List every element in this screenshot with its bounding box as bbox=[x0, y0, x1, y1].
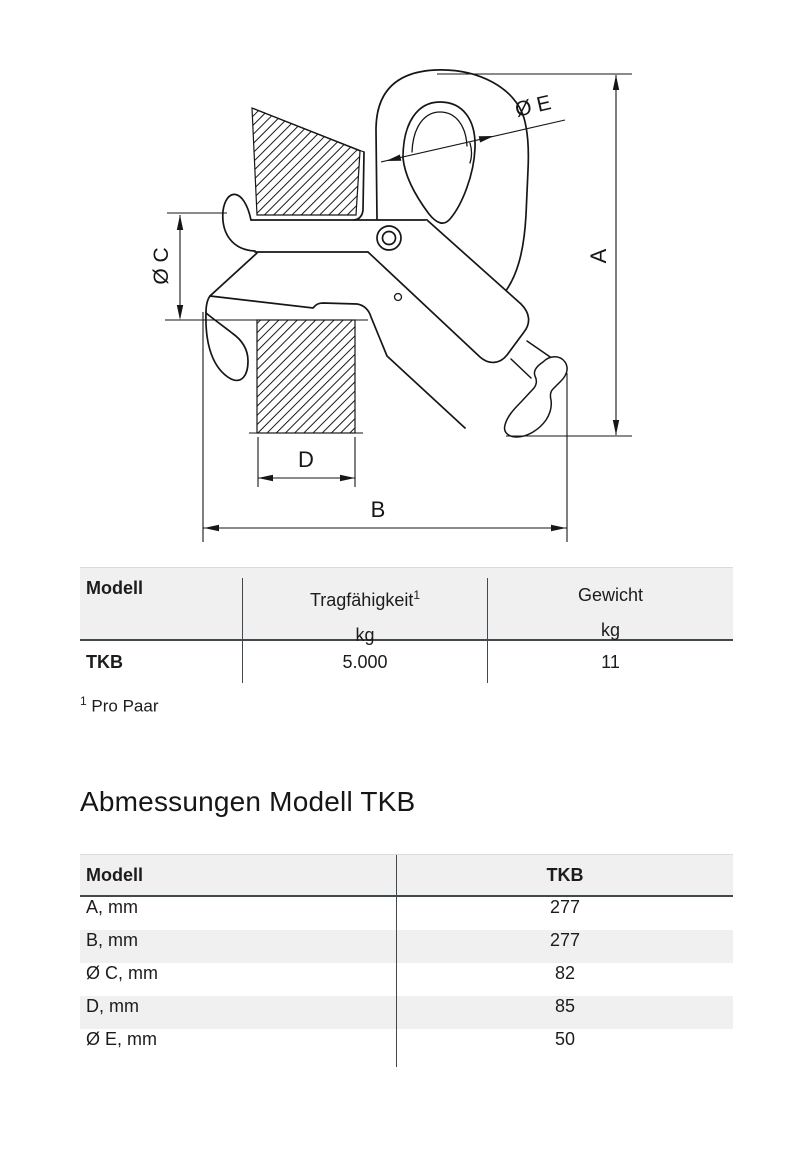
table-row: A, mm 277 bbox=[80, 897, 733, 930]
table-row: TKB 5.000 11 bbox=[80, 641, 733, 683]
capacity-header-label: Tragfähigkeit bbox=[309, 590, 414, 610]
table-row: D, mm 85 bbox=[80, 996, 733, 1029]
table-row: Ø C, mm 82 bbox=[80, 963, 733, 996]
specs-table: Modell Tragfähigkeit1 kg Gewicht kg TKB … bbox=[80, 567, 733, 683]
dim-row-value: 277 bbox=[396, 897, 733, 930]
dim-label-d: D bbox=[298, 447, 314, 472]
dim-label-c: Ø C bbox=[150, 247, 173, 284]
footnote-marker: 1 bbox=[80, 694, 87, 708]
dim-row-label: Ø C, mm bbox=[86, 963, 158, 983]
specs-table-header: Modell Tragfähigkeit1 kg Gewicht kg bbox=[80, 567, 733, 645]
capacity-footnote-marker: 1 bbox=[413, 588, 421, 602]
handle-hole-icon bbox=[393, 292, 403, 302]
spec-capacity-value: 5.000 bbox=[242, 641, 487, 683]
footnote: 1 Pro Paar bbox=[80, 694, 159, 717]
weight-unit-label: kg bbox=[600, 620, 620, 640]
clamped-flange-sections bbox=[251, 107, 365, 434]
spec-weight-value: 11 bbox=[487, 641, 733, 683]
page-title: Abmessungen Modell TKB bbox=[80, 786, 416, 817]
dims-header-tkb: TKB bbox=[396, 855, 733, 895]
dim-label-a: A bbox=[586, 248, 611, 263]
table-row: Ø E, mm 50 bbox=[80, 1029, 733, 1067]
capacity-unit-label: kg bbox=[355, 625, 375, 645]
dim-row-value: 277 bbox=[396, 930, 733, 963]
specs-header-weight: Gewicht kg bbox=[487, 578, 733, 640]
dim-row-label: B, mm bbox=[86, 930, 138, 950]
dimension-lines bbox=[165, 73, 632, 542]
dim-row-label: Ø E, mm bbox=[86, 1029, 157, 1049]
dim-label-e: Ø E bbox=[513, 91, 553, 122]
specs-header-model: Modell bbox=[86, 578, 143, 598]
table-row: B, mm 277 bbox=[80, 930, 733, 963]
dimensions-table: Modell TKB A, mm 277 B, mm 277 Ø C, mm 8… bbox=[80, 854, 733, 1067]
dims-header-model: Modell bbox=[86, 864, 143, 885]
dim-label-b: B bbox=[371, 497, 386, 522]
spec-model-value: TKB bbox=[86, 651, 123, 672]
dim-row-label: A, mm bbox=[86, 897, 138, 917]
footnote-text: Pro Paar bbox=[86, 696, 159, 716]
dim-row-label: D, mm bbox=[86, 996, 139, 1016]
dimensions-table-header: Modell TKB bbox=[80, 854, 733, 897]
weight-header-label: Gewicht bbox=[577, 585, 644, 605]
dim-row-value: 82 bbox=[396, 963, 733, 996]
dimension-arrows bbox=[176, 75, 620, 532]
technical-drawing: A B Ø C D Ø E bbox=[150, 69, 632, 542]
clamp-body-outline bbox=[205, 69, 568, 438]
specs-header-capacity: Tragfähigkeit1 kg bbox=[242, 578, 487, 645]
dim-row-value: 50 bbox=[396, 1029, 733, 1067]
dim-row-value: 85 bbox=[396, 996, 733, 1029]
